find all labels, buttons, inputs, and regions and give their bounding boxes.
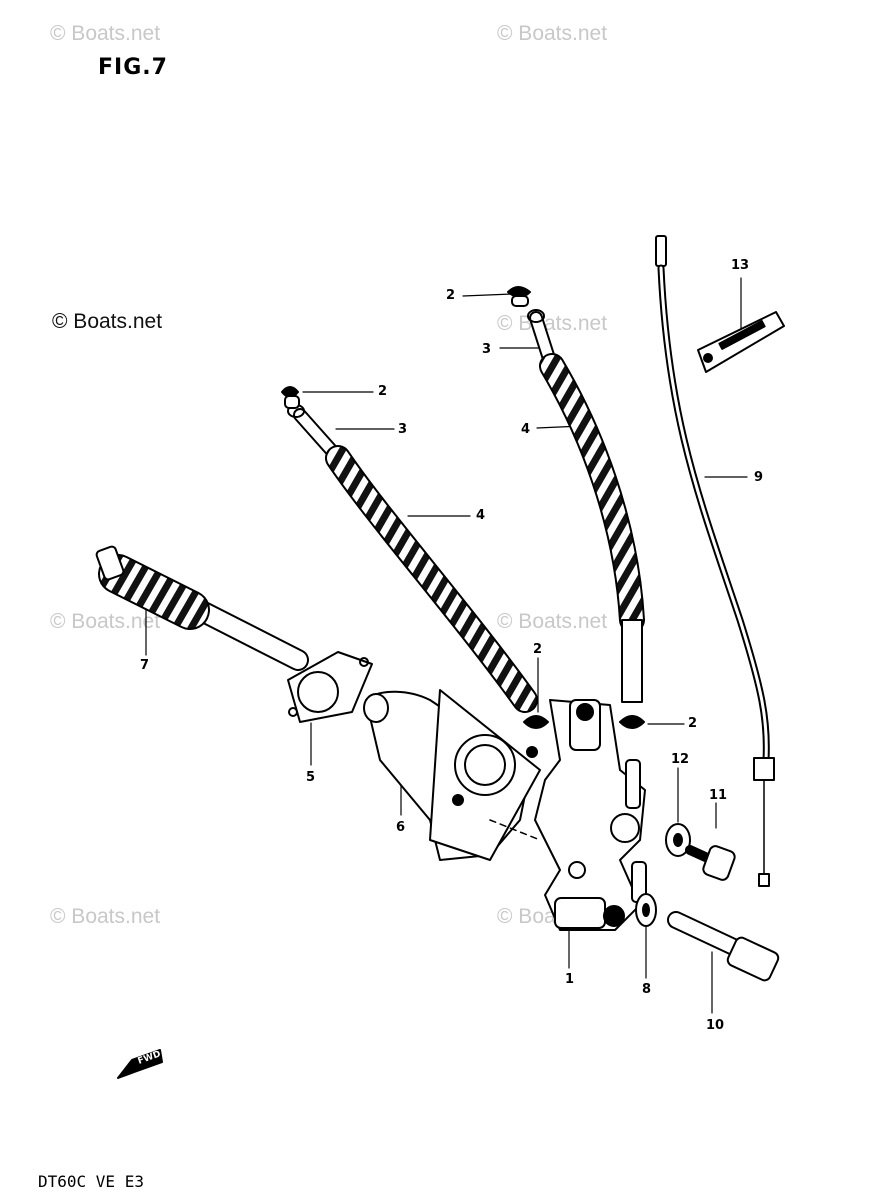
callout-2: 2 — [533, 642, 543, 657]
callout-4: 4 — [476, 508, 486, 523]
watermark: © Boats.net — [497, 312, 608, 335]
callout-2: 2 — [688, 716, 698, 731]
pump-adapter — [363, 689, 541, 861]
hose-right — [527, 309, 645, 703]
watermark: © Boats.net — [52, 310, 163, 333]
bolt-11 — [685, 845, 736, 881]
callout-6: 6 — [396, 820, 406, 835]
watermark: © Boats.net — [497, 610, 608, 633]
callout-3: 3 — [482, 342, 492, 357]
clamp-pump-right — [619, 715, 645, 729]
fwd-arrow-icon — [117, 1049, 163, 1079]
watermark: © Boats.net — [50, 905, 161, 928]
drive-gear-shaft — [95, 545, 309, 671]
figure-title: FIG.7 — [98, 55, 168, 80]
leader-lines — [145, 277, 748, 1014]
hose-left — [287, 404, 538, 713]
watermark: © Boats.net — [50, 22, 161, 45]
callout-3: 3 — [398, 422, 408, 437]
callout-13: 13 — [731, 258, 750, 273]
callout-12: 12 — [671, 752, 690, 767]
shaft-10 — [667, 911, 780, 982]
callout-5: 5 — [306, 770, 316, 785]
callout-9: 9 — [754, 470, 764, 485]
callout-11: 11 — [709, 788, 728, 803]
callout-1: 1 — [565, 972, 575, 987]
oil-pump-cable — [655, 235, 775, 887]
watermark: © Boats.net — [50, 610, 161, 633]
gasket — [287, 651, 373, 723]
callout-8: 8 — [642, 982, 652, 997]
clamp-right — [507, 286, 531, 307]
callout-7: 7 — [140, 658, 150, 673]
oil-pump-body — [534, 699, 647, 931]
clamp-left — [281, 386, 300, 409]
callout-4: 4 — [521, 422, 531, 437]
model-code: DT60C VE E3 — [38, 1172, 144, 1191]
watermark: © Boats.net — [497, 22, 608, 45]
cable-bracket — [697, 311, 785, 373]
callout-2: 2 — [378, 384, 388, 399]
clamp-pump-left — [523, 715, 549, 729]
callout-2: 2 — [446, 288, 456, 303]
callout-10: 10 — [706, 1018, 725, 1033]
